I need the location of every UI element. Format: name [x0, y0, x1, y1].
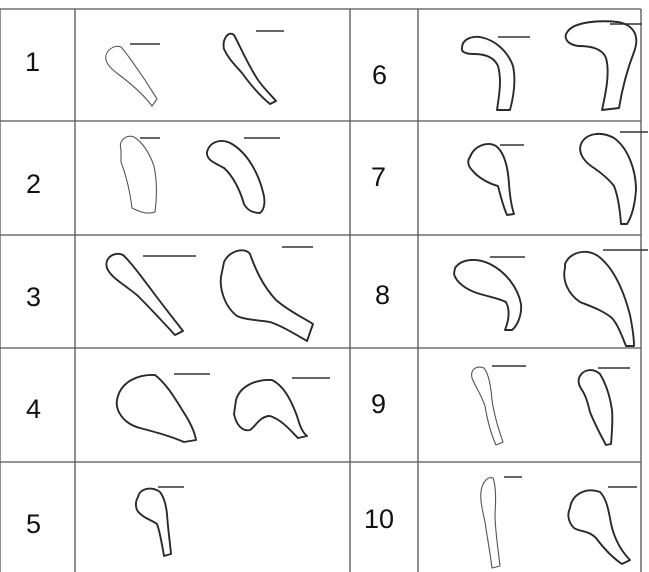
outline-9b: [579, 368, 630, 445]
outline-6a: [462, 37, 530, 110]
row-number-3: 3: [26, 282, 41, 312]
outline-5: [136, 487, 184, 556]
table-grid: [0, 9, 641, 572]
outline-4a: [117, 374, 210, 442]
outline-8b: [564, 250, 648, 346]
row-number-1: 1: [25, 47, 40, 77]
outline-7b: [580, 132, 648, 224]
outline-4b: [234, 378, 330, 438]
row-number-4: 4: [26, 394, 41, 424]
outline-6b: [566, 21, 642, 110]
outline-7a: [468, 144, 524, 215]
row-number-5: 5: [26, 509, 41, 539]
outline-10b: [568, 487, 637, 564]
row-number-8: 8: [375, 280, 390, 310]
outline-10a: [481, 477, 522, 568]
row-number-10: 10: [364, 504, 394, 534]
outline-2b: [207, 138, 280, 213]
row-number-7: 7: [371, 162, 386, 192]
outline-2a: [120, 136, 160, 213]
outline-1a: [106, 44, 160, 106]
outline-1b: [224, 31, 284, 104]
row-number-9: 9: [371, 389, 386, 419]
outline-8a: [454, 257, 525, 330]
row-number-2: 2: [26, 169, 41, 199]
outline-3a: [106, 254, 196, 335]
row-number-6: 6: [372, 60, 387, 90]
outline-3b: [221, 247, 313, 341]
outline-9a: [472, 366, 526, 445]
